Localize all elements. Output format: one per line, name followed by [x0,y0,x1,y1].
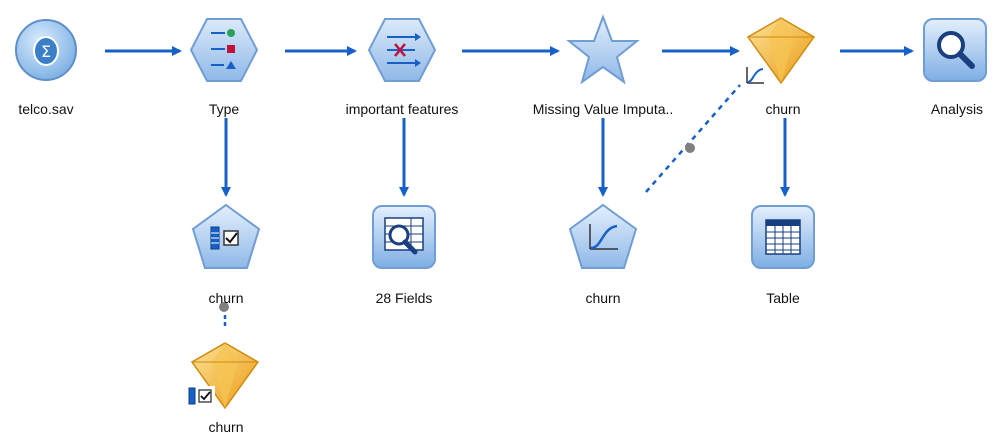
type-node-label: Type [208,101,240,117]
type-icon [189,18,259,82]
fields-output-label: 28 Fields [375,290,433,306]
table-node[interactable] [748,202,818,272]
filter-node[interactable] [367,15,437,85]
type-node[interactable] [189,15,259,85]
data-audit-icon [372,205,436,269]
supernode-node-label: Missing Value Imputa.. [532,101,674,117]
analysis-node[interactable] [920,15,990,85]
source-node[interactable]: Σ [11,15,81,85]
model-nugget-label: churn [765,101,801,117]
feature-nugget-node[interactable] [190,340,260,410]
database-icon: Σ [15,19,77,81]
source-node-label: telco.sav [18,101,74,117]
table-icon [751,205,815,269]
logistic-model-label: churn [585,290,621,306]
feature-model-label: churn [208,290,244,306]
filter-node-label: important features [345,101,459,117]
feature-badge-icon [187,386,215,406]
feature-selection-icon [191,203,261,269]
model-link-logistic[interactable] [645,84,741,193]
logistic-model-node[interactable] [568,202,638,272]
nugget-icon [746,17,816,85]
analysis-node-label: Analysis [930,101,984,117]
star-icon [566,14,640,85]
logistic-badge-icon [744,64,766,86]
filter-icon [367,18,437,82]
feature-nugget-label: churn [208,419,244,435]
nugget-icon [190,342,260,410]
model-nugget-node[interactable] [746,15,816,85]
model-link-handle-2[interactable] [219,302,229,312]
fields-output-node[interactable] [369,202,439,272]
model-link-handle[interactable] [685,143,695,153]
feature-model-node[interactable] [191,202,261,272]
magnifier-icon [923,18,987,82]
supernode-node[interactable] [566,14,640,85]
table-node-label: Table [766,290,800,306]
svg-text:Σ: Σ [41,42,51,61]
logistic-curve-icon [568,203,638,269]
